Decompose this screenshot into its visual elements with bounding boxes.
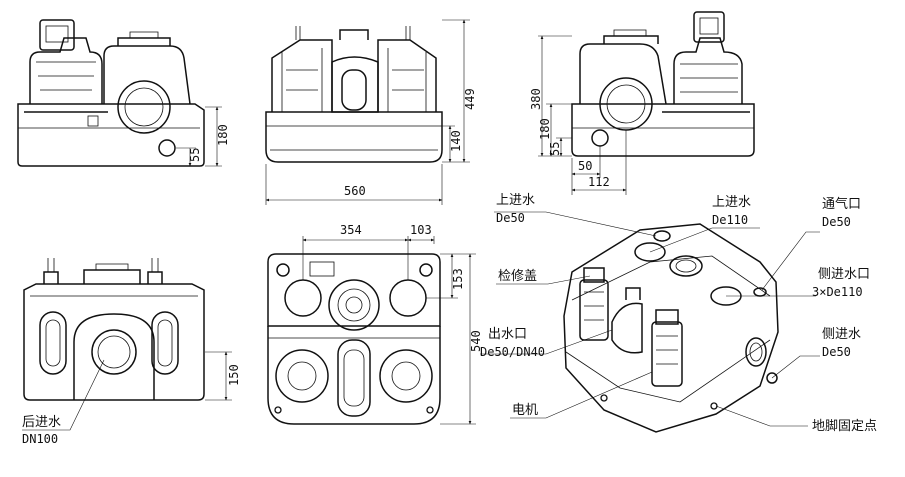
label-anchor-point: 地脚固定点 — [812, 418, 877, 434]
dim-plan-354: 354 — [340, 223, 362, 237]
label-top-inlet-right: 上进水 — [712, 195, 751, 210]
dim-top-449: 449 — [463, 88, 477, 110]
label-outlet-spec: De50/DN40 — [480, 345, 545, 359]
dim-plan-103: 103 — [410, 223, 432, 237]
label-vent-spec: De50 — [822, 215, 851, 229]
isometric-view — [563, 223, 779, 433]
front-view — [17, 19, 222, 167]
dim-top-140: 140 — [449, 130, 463, 152]
label-inspection-cover: 检修盖 — [498, 269, 537, 284]
label-top-inlet-left-spec: De50 — [496, 211, 525, 225]
label-outlet: 出水口 — [488, 327, 527, 342]
label-motor: 电机 — [512, 403, 538, 418]
dim-plan-153: 153 — [451, 268, 465, 290]
leader-lines — [480, 211, 820, 427]
label-side-inlet-small-spec: De50 — [822, 345, 851, 359]
dim-rear-150: 150 — [227, 364, 241, 386]
label-rear-inlet-spec: DN100 — [22, 432, 58, 446]
dim-front-180: 180 — [216, 124, 230, 146]
label-top-inlet-left: 上进水 — [496, 193, 535, 208]
dim-side-55: 55 — [548, 142, 562, 156]
dim-side-112: 112 — [588, 175, 610, 189]
label-rear-inlet: 后进水 — [22, 415, 61, 430]
plan-view — [267, 236, 476, 425]
label-side-inlet-small: 侧进水 — [822, 327, 861, 342]
label-side-inlet-large-spec: 3×De110 — [812, 285, 863, 299]
dim-top-560: 560 — [344, 184, 366, 198]
side-view — [538, 11, 755, 195]
dim-side-180: 180 — [538, 118, 552, 140]
dim-side-380: 380 — [529, 88, 543, 110]
label-vent: 通气口 — [822, 196, 861, 212]
rear-view — [22, 258, 232, 431]
top-elevation-view — [265, 19, 470, 205]
label-side-inlet-large: 侧进水口 — [818, 267, 870, 282]
dim-side-50: 50 — [578, 159, 592, 173]
label-top-inlet-right-spec: De110 — [712, 213, 748, 227]
dim-front-55: 55 — [188, 148, 202, 162]
dim-plan-540: 540 — [469, 330, 483, 352]
